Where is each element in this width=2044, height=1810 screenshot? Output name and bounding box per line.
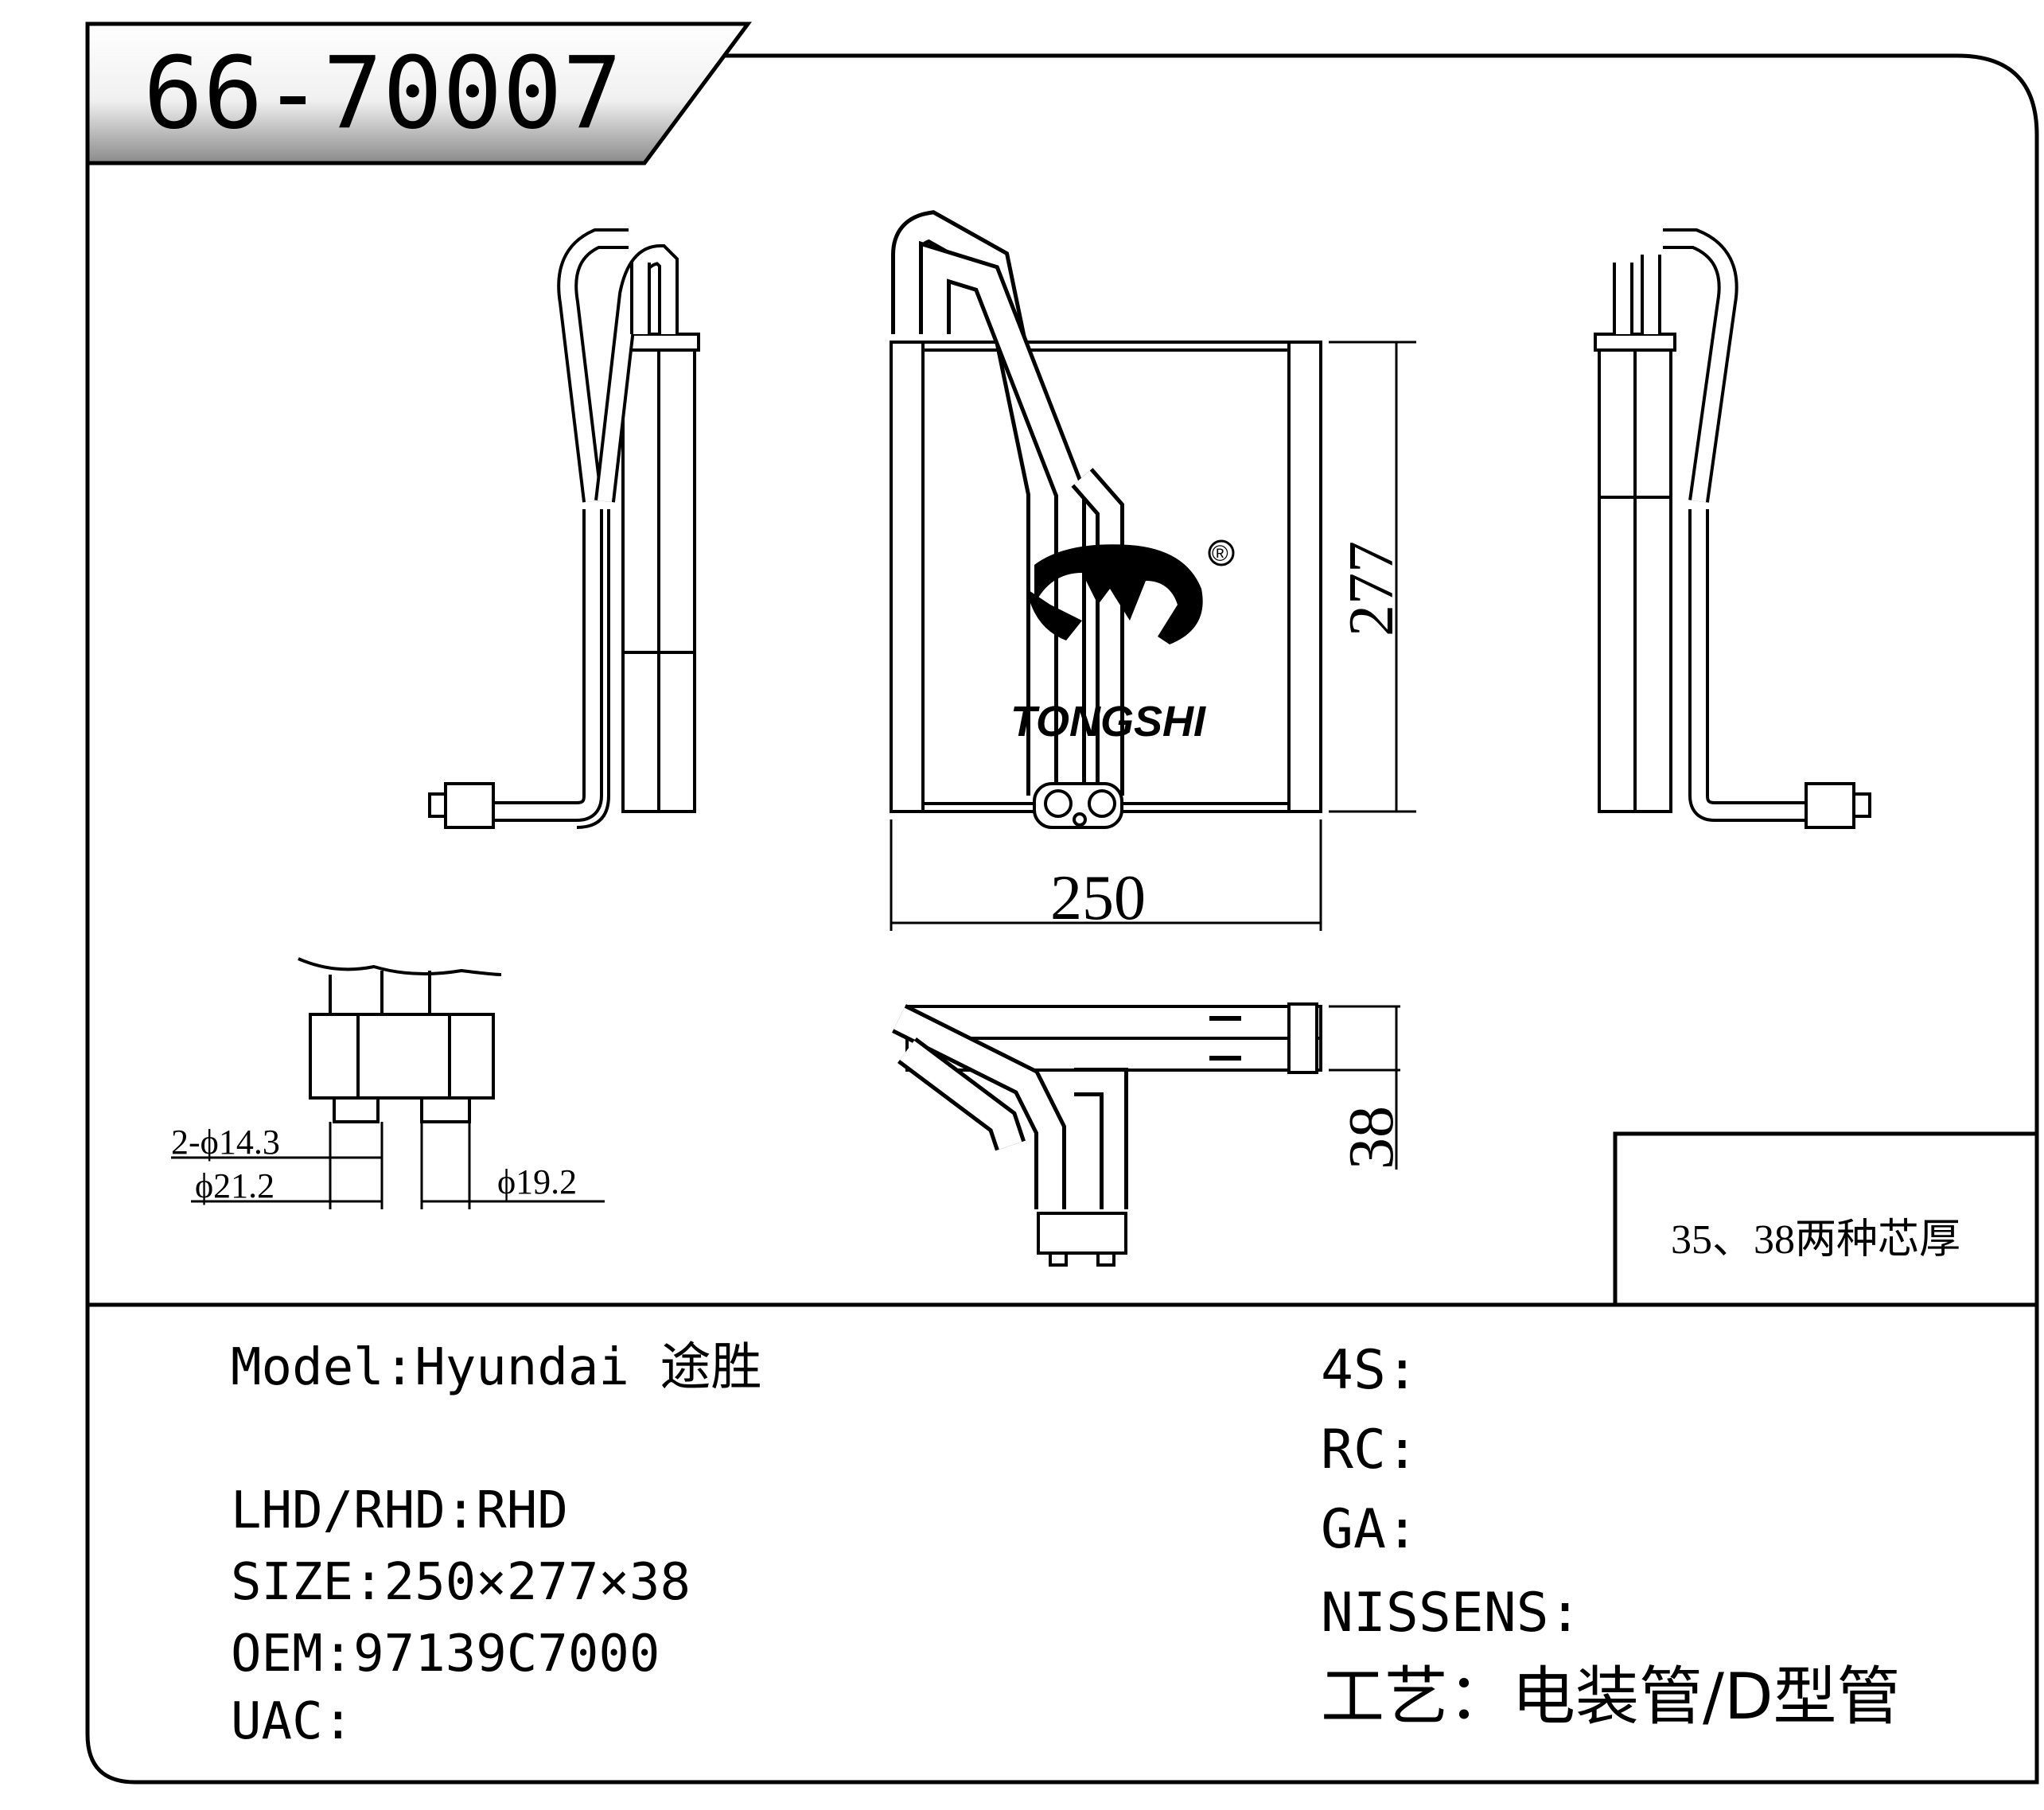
ref-nissens: NISSENS: xyxy=(1321,1582,1582,1645)
note-text: 35、38两种芯厚 xyxy=(1671,1217,1960,1263)
spec-size: SIZE:250×277×38 xyxy=(231,1553,691,1612)
ref-ga: GA: xyxy=(1321,1498,1419,1561)
spec-uac: UAC: xyxy=(231,1692,353,1751)
brand-name: TONGSHI xyxy=(1010,698,1206,745)
outer-frame xyxy=(85,53,2039,1785)
spec-block-left: Model:Hyundai 途胜 LHD/RHD:RHD SIZE:250×27… xyxy=(231,1338,761,1751)
ref-4s: 4S: xyxy=(1321,1339,1419,1402)
part-number-tab: 66-70007 xyxy=(85,21,752,165)
fitting-detail xyxy=(298,957,502,1123)
left-side-view xyxy=(428,228,700,829)
dimension-lines xyxy=(171,341,1416,1209)
dim-height: 277 xyxy=(1337,541,1407,636)
spec-block-right: 4S: RC: GA: NISSENS: 工艺：电装管/D型管 xyxy=(1321,1339,1901,1734)
dim-width: 250 xyxy=(1050,863,1146,933)
ref-process: 工艺：电装管/D型管 xyxy=(1321,1660,1901,1734)
registered-mark: ® xyxy=(1212,541,1228,566)
right-side-view xyxy=(1594,228,1871,829)
dim-fitting-small: 2-ϕ14.3 xyxy=(171,1123,280,1162)
tongshi-logo: ® TONGSHI xyxy=(1010,539,1235,745)
spec-lhd-rhd: LHD/RHD:RHD xyxy=(231,1481,568,1540)
dim-fitting-large-right: ϕ19.2 xyxy=(497,1162,577,1201)
note-box: 35、38两种芯厚 xyxy=(1613,1131,2039,1307)
spec-oem: OEM:97139C7000 xyxy=(231,1625,660,1683)
dim-fitting-large-left: ϕ21.2 xyxy=(195,1166,274,1205)
ref-rc: RC: xyxy=(1321,1419,1419,1481)
dim-depth: 38 xyxy=(1337,1106,1407,1170)
top-view xyxy=(892,1002,1322,1267)
spec-model: Model:Hyundai 途胜 xyxy=(231,1338,761,1397)
part-number: 66-70007 xyxy=(143,36,622,151)
